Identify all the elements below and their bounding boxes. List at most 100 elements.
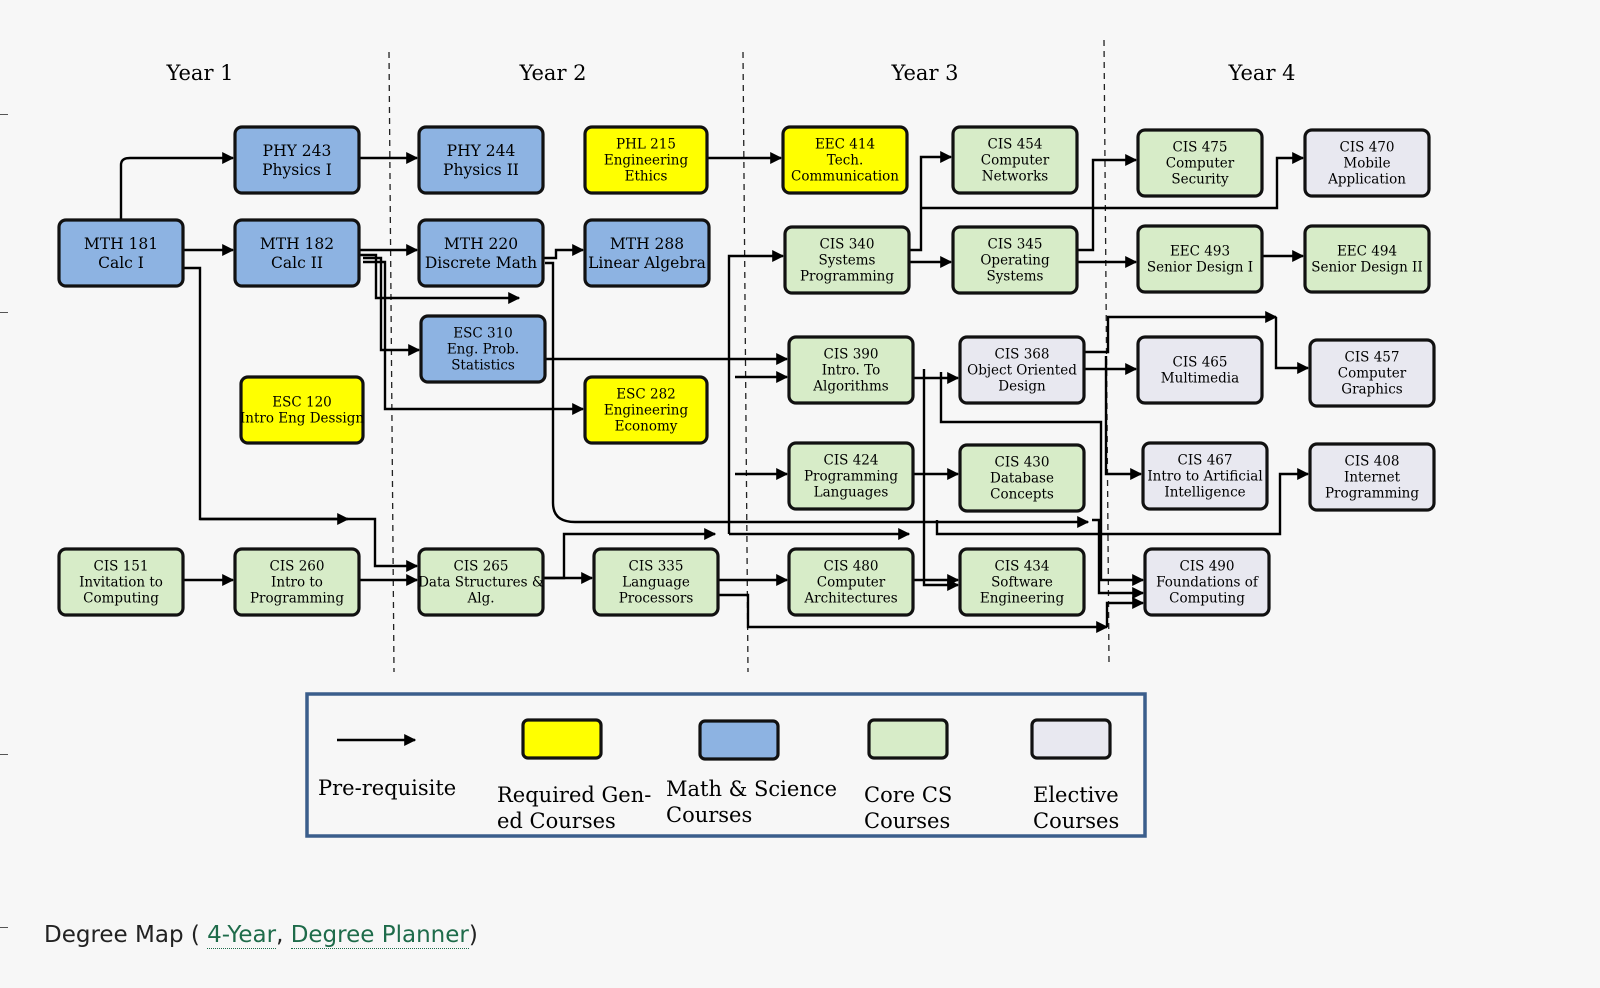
- prerequisite-arrow: [359, 253, 521, 304]
- course-label: Concepts: [990, 487, 1054, 503]
- course-label: CIS 454: [988, 137, 1043, 153]
- course-box: [233, 125, 361, 195]
- course-label: CIS 345: [988, 237, 1043, 253]
- caption-prefix: Degree Map (: [44, 922, 208, 948]
- course-label: Intro to: [271, 575, 323, 591]
- course-label: Database: [990, 471, 1054, 487]
- course-label: ESC 282: [616, 387, 676, 403]
- course-label: Ethics: [625, 169, 668, 185]
- course-label: PHY 244: [447, 142, 516, 160]
- course-box: [787, 335, 915, 405]
- course-label: Computer: [981, 153, 1050, 169]
- course-label: Intro. To: [822, 363, 880, 379]
- legend-label-core_cs: Core CS: [864, 783, 952, 807]
- course-label: MTH 220: [444, 235, 518, 253]
- four-year-link[interactable]: 4-Year: [207, 922, 277, 949]
- course-label: CIS 260: [270, 559, 325, 575]
- year-divider-line: [742, 51, 749, 673]
- course-box: [233, 547, 361, 617]
- degree-map-caption: Degree Map ( 4-Year, Degree Planner): [44, 922, 478, 949]
- course-box: [1308, 442, 1436, 512]
- prerequisite-arrow: [1105, 597, 1145, 627]
- page-edge-tick: [0, 927, 8, 928]
- course-label: PHY 243: [263, 142, 332, 160]
- course-label: Physics II: [443, 161, 519, 179]
- legend-label-math_science: Courses: [666, 803, 752, 827]
- course-label: CIS 457: [1345, 350, 1400, 366]
- course-label: Security: [1171, 172, 1229, 188]
- degree-planner-link[interactable]: Degree Planner: [290, 922, 469, 949]
- course-label: PHL 215: [616, 137, 676, 153]
- prerequisite-arrows: [119, 151, 1310, 633]
- course-box: [1303, 128, 1431, 198]
- course-label: Senior Design I: [1147, 260, 1253, 276]
- course-label: Architectures: [803, 591, 897, 607]
- legend-swatch-gen_ed: [521, 718, 603, 760]
- course-label: MTH 182: [260, 235, 334, 253]
- course-label: CIS 151: [94, 559, 149, 575]
- prerequisite-arrow: [1104, 356, 1143, 480]
- course-label: Senior Design II: [1311, 260, 1422, 276]
- course-label: CIS 430: [995, 455, 1050, 471]
- course-label: CIS 424: [824, 453, 879, 469]
- course-box: [583, 125, 709, 195]
- legend-label-core_cs: Courses: [864, 809, 950, 833]
- course-label: Programming: [1325, 486, 1419, 502]
- legend-label-gen_ed: Required Gen-: [497, 783, 651, 807]
- course-label: Mobile: [1343, 156, 1390, 172]
- course-label: CIS 467: [1178, 453, 1233, 469]
- course-label: Internet: [1344, 470, 1401, 486]
- course-box: [951, 125, 1079, 195]
- course-box: [1136, 335, 1264, 405]
- course-label: CIS 408: [1345, 454, 1400, 470]
- prerequisite-arrow: [727, 250, 785, 534]
- page-edge-tick: [0, 312, 8, 313]
- course-box: [787, 547, 915, 617]
- year-divider-line: [388, 51, 395, 673]
- course-label: EEC 494: [1337, 244, 1397, 260]
- course-label: Communication: [791, 169, 899, 185]
- course-label: Networks: [982, 169, 1049, 185]
- prerequisite-arrow: [363, 260, 585, 415]
- course-label: Algorithms: [812, 379, 889, 395]
- course-box: [1136, 128, 1264, 198]
- legend-label-elective: Elective: [1033, 783, 1119, 807]
- course-label: Intelligence: [1164, 485, 1245, 501]
- prerequisite-arrow: [545, 261, 1090, 528]
